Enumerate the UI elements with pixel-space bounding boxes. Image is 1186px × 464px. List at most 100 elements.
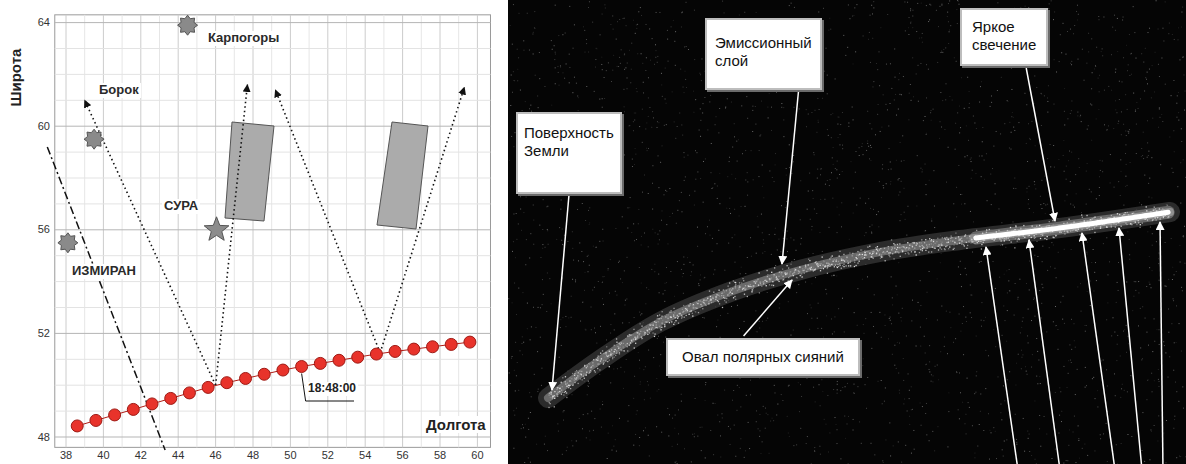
image-noise — [766, 320, 767, 321]
image-noise — [649, 455, 650, 456]
image-noise — [540, 307, 541, 308]
image-noise — [675, 65, 676, 66]
image-noise — [1159, 344, 1160, 345]
image-noise — [869, 32, 870, 33]
image-noise — [643, 82, 644, 83]
image-noise — [617, 21, 618, 22]
image-noise — [1080, 283, 1081, 284]
image-noise — [728, 243, 729, 244]
image-noise — [740, 378, 741, 379]
image-noise — [848, 126, 849, 127]
image-noise — [925, 116, 926, 117]
image-noise — [925, 352, 926, 353]
image-noise — [898, 373, 899, 374]
image-noise — [1075, 462, 1076, 463]
image-noise — [759, 414, 760, 415]
image-noise — [1118, 262, 1119, 263]
image-noise — [676, 461, 677, 462]
image-noise — [894, 99, 895, 100]
image-noise — [876, 63, 877, 64]
image-noise — [912, 10, 913, 11]
image-noise — [658, 122, 659, 123]
image-noise — [1185, 456, 1186, 457]
image-noise — [511, 136, 512, 137]
image-noise — [577, 95, 578, 96]
image-noise — [1158, 263, 1159, 264]
image-noise — [1050, 166, 1051, 167]
image-noise — [623, 18, 624, 19]
image-noise — [637, 91, 638, 92]
image-noise — [518, 223, 519, 224]
image-noise — [729, 161, 730, 162]
image-noise — [783, 230, 784, 231]
image-noise — [1113, 128, 1114, 129]
image-noise — [1183, 56, 1184, 57]
image-noise — [648, 246, 649, 247]
image-noise — [717, 243, 718, 244]
image-noise — [713, 274, 714, 275]
image-noise — [650, 60, 651, 61]
image-noise — [909, 390, 910, 391]
image-noise — [688, 49, 689, 50]
image-noise — [622, 282, 623, 283]
image-noise — [1129, 254, 1130, 255]
image-noise — [1027, 374, 1028, 375]
image-noise — [916, 73, 917, 74]
image-noise — [657, 391, 658, 392]
image-noise — [810, 219, 811, 220]
image-noise — [1056, 325, 1057, 326]
image-noise — [1088, 33, 1089, 34]
image-noise — [814, 208, 815, 209]
image-noise — [1097, 390, 1098, 391]
image-noise — [565, 33, 566, 34]
image-noise — [518, 390, 519, 391]
image-noise — [578, 260, 579, 261]
image-noise — [1078, 158, 1079, 159]
image-noise — [514, 80, 515, 81]
image-noise — [763, 197, 764, 198]
image-noise — [681, 12, 682, 13]
image-noise — [1086, 325, 1087, 326]
image-noise — [542, 279, 543, 280]
image-noise — [775, 164, 776, 165]
image-noise — [955, 338, 956, 339]
image-noise — [835, 168, 836, 169]
image-noise — [729, 208, 730, 209]
image-noise — [790, 237, 791, 238]
image-noise — [888, 338, 889, 339]
image-noise — [619, 418, 620, 419]
image-noise — [709, 220, 710, 221]
image-noise — [657, 338, 658, 339]
image-noise — [843, 35, 844, 36]
image-noise — [924, 336, 925, 337]
image-noise — [1080, 115, 1081, 116]
image-noise — [549, 278, 550, 279]
image-noise — [768, 117, 769, 118]
image-noise — [949, 0, 950, 1]
image-noise — [1035, 145, 1036, 146]
image-noise — [1011, 89, 1012, 90]
image-noise — [514, 283, 515, 284]
image-noise — [859, 147, 860, 148]
image-noise — [616, 295, 617, 296]
image-noise — [958, 266, 959, 267]
image-noise — [583, 261, 584, 262]
image-noise — [853, 63, 854, 64]
image-noise — [1094, 68, 1095, 69]
image-noise — [855, 51, 856, 52]
image-noise — [712, 238, 713, 239]
image-noise — [523, 50, 524, 51]
image-noise — [560, 209, 561, 210]
image-noise — [588, 210, 589, 211]
image-noise — [659, 365, 660, 366]
grid-line — [55, 100, 491, 101]
image-noise — [867, 276, 868, 277]
image-noise — [912, 57, 913, 58]
image-noise — [1064, 111, 1065, 112]
image-noise — [648, 193, 649, 194]
image-noise — [648, 435, 649, 436]
image-noise — [1095, 65, 1096, 66]
image-noise — [639, 445, 640, 446]
image-noise — [554, 59, 555, 60]
image-noise — [703, 202, 704, 203]
